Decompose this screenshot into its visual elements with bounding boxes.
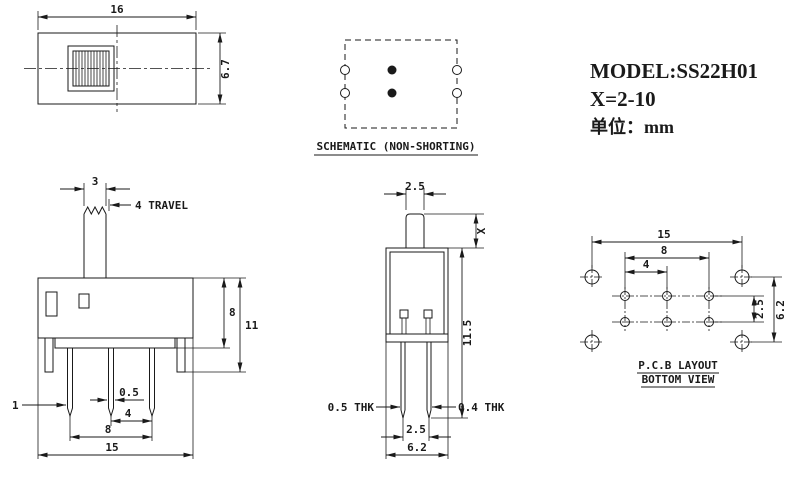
- dim-label-0-5-thk: 0.5 THK: [328, 401, 375, 414]
- dim-label-11-5: 11.5: [461, 320, 474, 347]
- side-dim-depth: 6.2: [385, 342, 449, 459]
- top-view-dim-height: 6.7: [198, 32, 232, 105]
- pcb-layout-view: 15 8 4 2.5 6.2 P.C.B LAYOUT BO: [580, 228, 787, 388]
- pin: [149, 348, 155, 418]
- terminal-circle: [340, 65, 350, 75]
- top-view-centerlines: [24, 25, 210, 112]
- terminal-circle: [452, 88, 462, 98]
- switch-body-outline-side: [385, 247, 449, 343]
- pcb-dim-row-pitch: 2.5: [715, 295, 766, 323]
- schematic-caption: SCHEMATIC (NON-SHORTING): [317, 140, 476, 153]
- dim-label-6-7: 6.7: [219, 59, 232, 79]
- common-terminal-circle: [387, 88, 397, 98]
- dim-label-4: 4: [125, 407, 132, 420]
- front-dim-body-height: 8: [175, 277, 246, 349]
- dim-label-8-side: 8: [229, 306, 236, 319]
- mounting-leg-right: [176, 338, 186, 373]
- pcb-caption-line2: BOTTOM VIEW: [642, 373, 715, 386]
- dim-label-2-5-pcb: 2.5: [753, 299, 766, 319]
- front-dim-pin-thickness: 0.5: [90, 386, 144, 403]
- front-dim-pin-width: 1: [12, 399, 66, 412]
- body-inner-wall: [389, 251, 445, 335]
- dim-label-8-bottom: 8: [105, 423, 112, 436]
- dim-label-3: 3: [92, 175, 99, 188]
- dim-label-6-2-pcb: 6.2: [774, 300, 787, 320]
- body-window: [78, 293, 90, 309]
- terminal-circle: [452, 65, 462, 75]
- schematic-view: SCHEMATIC (NON-SHORTING): [314, 39, 478, 156]
- unit-label: 单位：mm: [590, 116, 674, 137]
- side-view: 2.5 0.5 THK 0.4 THK 2.5: [328, 180, 505, 459]
- side-label-thickness-left: 0.5 THK: [328, 401, 400, 414]
- top-view: 16 6.7: [24, 3, 232, 112]
- dim-label-4-pcb: 4: [643, 258, 650, 271]
- pin: [67, 348, 73, 418]
- dim-label-2-5-top: 2.5: [405, 180, 425, 193]
- body-window: [45, 291, 58, 317]
- terminal-circle: [340, 88, 350, 98]
- front-dim-knob-width: 3: [60, 175, 130, 206]
- front-travel-annotation: 4 TRAVEL: [108, 199, 188, 212]
- pcb-caption-line1: P.C.B LAYOUT: [638, 359, 718, 372]
- dim-label-travel: 4 TRAVEL: [135, 199, 188, 212]
- top-view-dim-width: 16: [37, 3, 197, 30]
- side-dim-knob-width: 2.5: [384, 180, 446, 210]
- dim-label-6-2: 6.2: [407, 441, 427, 454]
- dim-label-2-5-bottom: 2.5: [406, 423, 426, 436]
- pcb-dim-mount-pitch: 6.2: [751, 276, 787, 343]
- common-terminal-circle: [387, 65, 397, 75]
- pin-head: [423, 309, 433, 319]
- dim-label-15: 15: [105, 441, 118, 454]
- dim-label-1: 1: [12, 399, 19, 412]
- pin: [108, 348, 114, 418]
- title-block: MODEL:SS22H01 X=2-10 单位：mm: [590, 59, 758, 137]
- dim-label-0-4-thk: 0.4 THK: [458, 401, 505, 414]
- side-dim-row-pitch: 2.5: [381, 418, 451, 441]
- pcb-centerlines: [580, 265, 754, 354]
- dim-label-16: 16: [110, 3, 124, 16]
- model-number: MODEL:SS22H01: [590, 59, 758, 83]
- side-dim-knob-height: X: [424, 213, 488, 249]
- front-knob: [83, 205, 107, 278]
- mounting-leg-left: [44, 338, 54, 373]
- pin: [400, 342, 406, 419]
- x-range: X=2-10: [590, 87, 656, 111]
- side-label-thickness-right: 0.4 THK: [432, 401, 505, 414]
- front-dim-pin-span: 8: [70, 423, 152, 440]
- switch-body-outline-front: [37, 277, 194, 339]
- pcb-dim-pin-pitch: 4: [625, 258, 668, 289]
- body-base-strip: [54, 337, 176, 349]
- pin: [426, 342, 432, 419]
- dim-label-11: 11: [245, 319, 259, 332]
- pcb-caption: P.C.B LAYOUT BOTTOM VIEW: [637, 359, 719, 388]
- front-view: 3 4 TRAVEL 1 0.5 4: [12, 175, 259, 459]
- side-knob: [405, 213, 425, 248]
- front-dim-total-height: 11: [185, 278, 259, 373]
- schematic-outline: [344, 39, 458, 129]
- break-line-zigzag: [83, 205, 107, 216]
- dim-label-x: X: [475, 227, 488, 234]
- side-dim-body-height: 11.5: [431, 248, 474, 419]
- pcb-dim-mount-span: 15: [591, 228, 743, 268]
- pin-head: [399, 309, 409, 319]
- dim-label-15-pcb: 15: [657, 228, 670, 241]
- dim-label-8-pcb: 8: [661, 244, 668, 257]
- dim-label-0-5: 0.5: [119, 386, 139, 399]
- front-dim-total-width: 15: [37, 338, 194, 459]
